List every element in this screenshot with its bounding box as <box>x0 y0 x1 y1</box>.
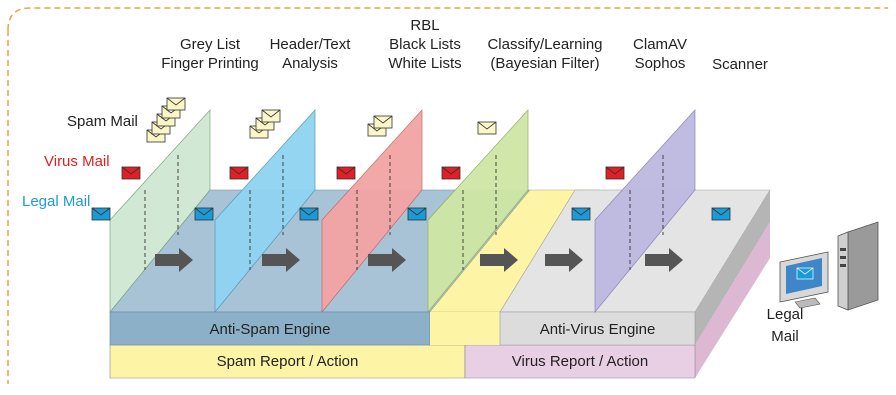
anti-virus-engine-label: Anti-Virus Engine <box>539 321 656 338</box>
connector-front <box>430 312 500 345</box>
filter-panel-rbl <box>321 109 423 313</box>
computer-icon <box>779 221 879 311</box>
spam-envelope-stack-2 <box>249 109 281 139</box>
spam-envelope-stack-3 <box>367 115 393 137</box>
filter-panel-bayesian <box>427 109 529 313</box>
legend-spam-mail: Spam Mail <box>67 113 138 130</box>
anti-virus-platform-side <box>695 190 770 345</box>
spam-envelope-4 <box>477 121 497 135</box>
dashed-guides <box>144 155 664 270</box>
virus-report-side <box>695 222 770 378</box>
spam-envelope-stack-1 <box>146 97 186 143</box>
legend-legal-mail: Legal Mail <box>22 193 91 210</box>
legal-mail-destination-label: Legal Mail <box>766 306 804 345</box>
filter-panel-greylist <box>109 109 211 313</box>
anti-virus-platform-front <box>499 311 696 346</box>
anti-spam-engine-label: Anti-Spam Engine <box>209 321 331 338</box>
spam-report-label: Spam Report / Action <box>216 353 359 370</box>
dashed-frame <box>7 7 888 384</box>
stage-label-scanner: Scanner <box>712 56 768 73</box>
virus-report-label: Virus Report / Action <box>511 353 649 370</box>
stage-label-bayesian: Classify/Learning(Bayesian Filter) <box>487 36 603 72</box>
filter-panel-header <box>214 109 316 313</box>
legend-virus-mail: Virus Mail <box>44 153 110 170</box>
filter-panel-clamav <box>594 109 696 313</box>
